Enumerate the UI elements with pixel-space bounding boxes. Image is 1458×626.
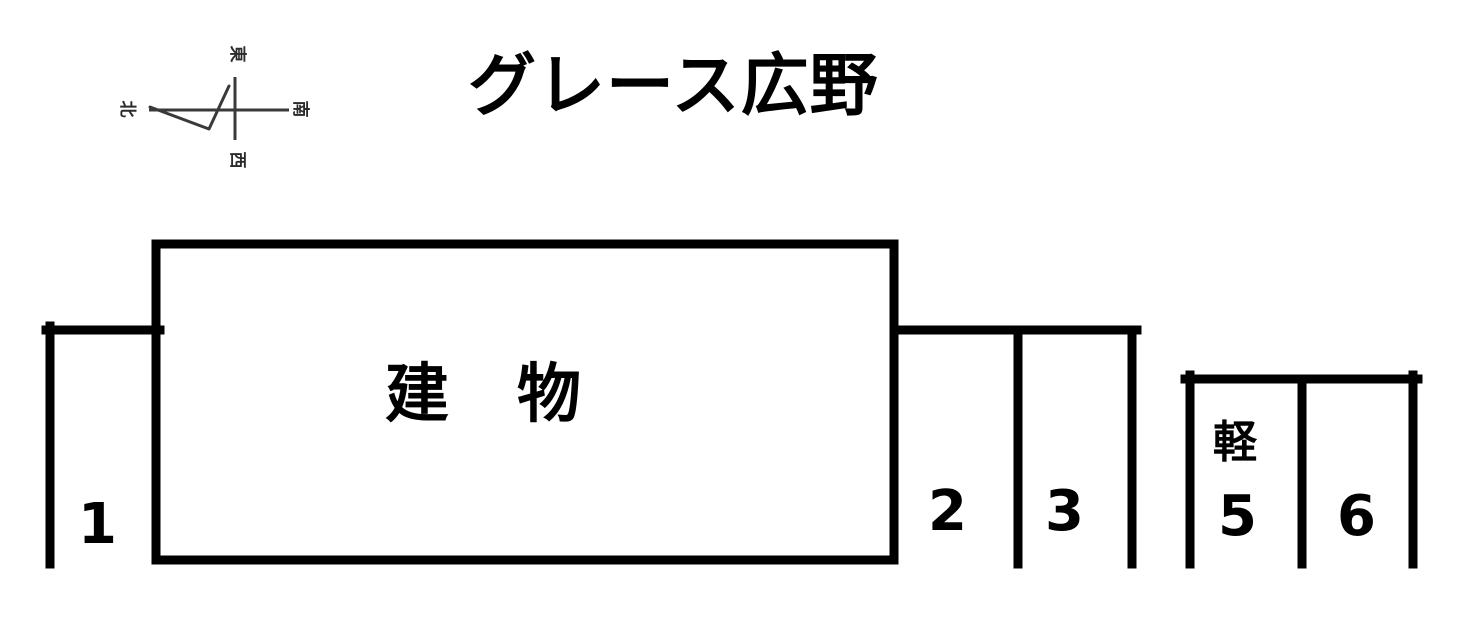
stall-number-2: 2: [928, 479, 967, 544]
compass-label-south: 南: [290, 100, 310, 118]
compass-label-west: 西: [227, 151, 247, 169]
compass-rose-icon: [148, 77, 289, 140]
stall-number-3: 3: [1045, 479, 1084, 544]
stall-1-outline: [41, 321, 165, 569]
compass-label-east: 東: [227, 45, 247, 63]
compass-label-north: 北: [117, 100, 137, 118]
stall-number-1: 1: [78, 492, 117, 557]
stall-5-6-outline: [1180, 370, 1423, 569]
stall-number-6: 6: [1337, 484, 1376, 549]
page-title: グレース広野: [468, 47, 879, 126]
building-label: 建 物: [385, 358, 583, 432]
building-outline: [151, 239, 899, 565]
stall-5-kei-mark: 軽: [1213, 417, 1257, 468]
stall-2-3-outline: [889, 325, 1142, 569]
stall-number-5: 5: [1218, 484, 1257, 549]
